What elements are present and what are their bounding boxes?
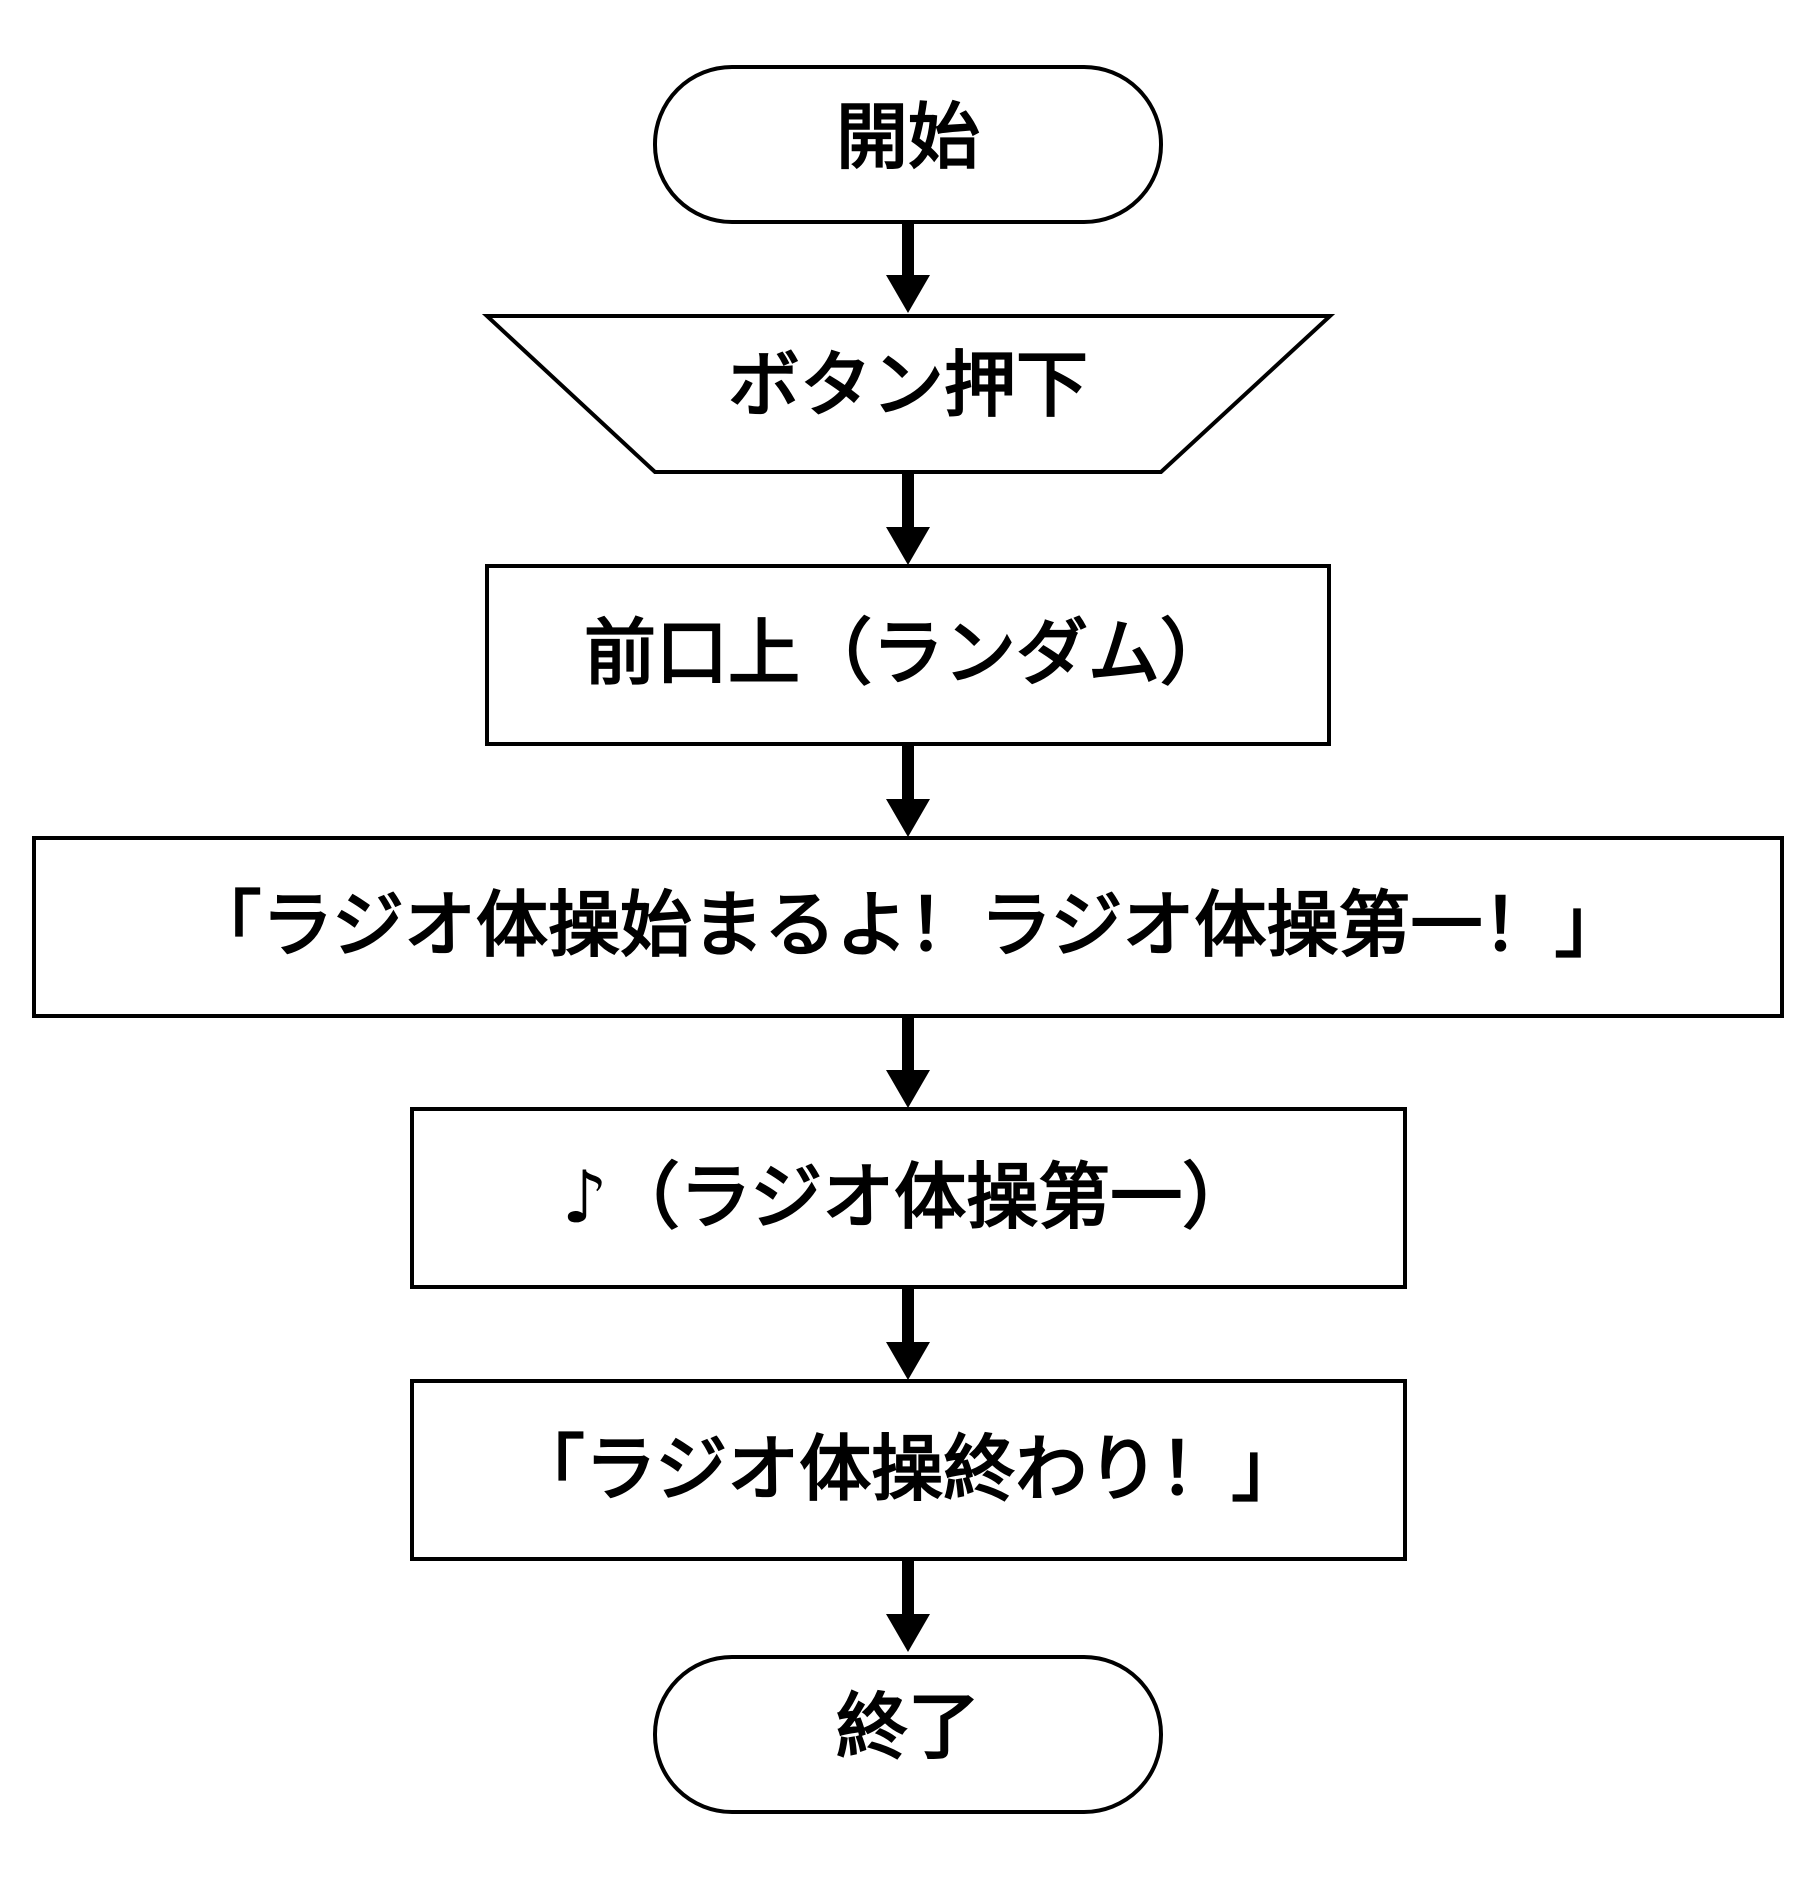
intro-process: 前口上（ランダム） xyxy=(485,564,1331,746)
end-label: 終了 xyxy=(836,1685,980,1769)
arrow-announce-to-music xyxy=(886,1016,930,1108)
intro-label: 前口上（ランダム） xyxy=(584,611,1232,695)
button-press-manual-operation: ボタン押下 xyxy=(481,314,1336,474)
end-terminator: 終了 xyxy=(653,1655,1163,1814)
arrow-finish-to-end xyxy=(886,1559,930,1652)
finish-message-label: 「ラジオ体操終わり！」 xyxy=(513,1427,1304,1511)
start-label: 開始 xyxy=(836,95,980,179)
arrow-intro-to-announce xyxy=(886,744,930,837)
announce-label: 「ラジオ体操始まるよ！ラジオ体操第一！」 xyxy=(189,883,1626,967)
arrow-button-to-intro xyxy=(886,472,930,565)
finish-message-process: 「ラジオ体操終わり！」 xyxy=(410,1379,1407,1561)
arrow-start-to-button xyxy=(886,222,930,313)
arrow-music-to-finish xyxy=(886,1287,930,1380)
announce-process: 「ラジオ体操始まるよ！ラジオ体操第一！」 xyxy=(32,836,1784,1018)
music-process: ♪（ラジオ体操第一） xyxy=(410,1107,1407,1289)
button-press-label: ボタン押下 xyxy=(728,343,1088,427)
music-label: ♪（ラジオ体操第一） xyxy=(562,1155,1255,1239)
start-terminator: 開始 xyxy=(653,65,1163,224)
